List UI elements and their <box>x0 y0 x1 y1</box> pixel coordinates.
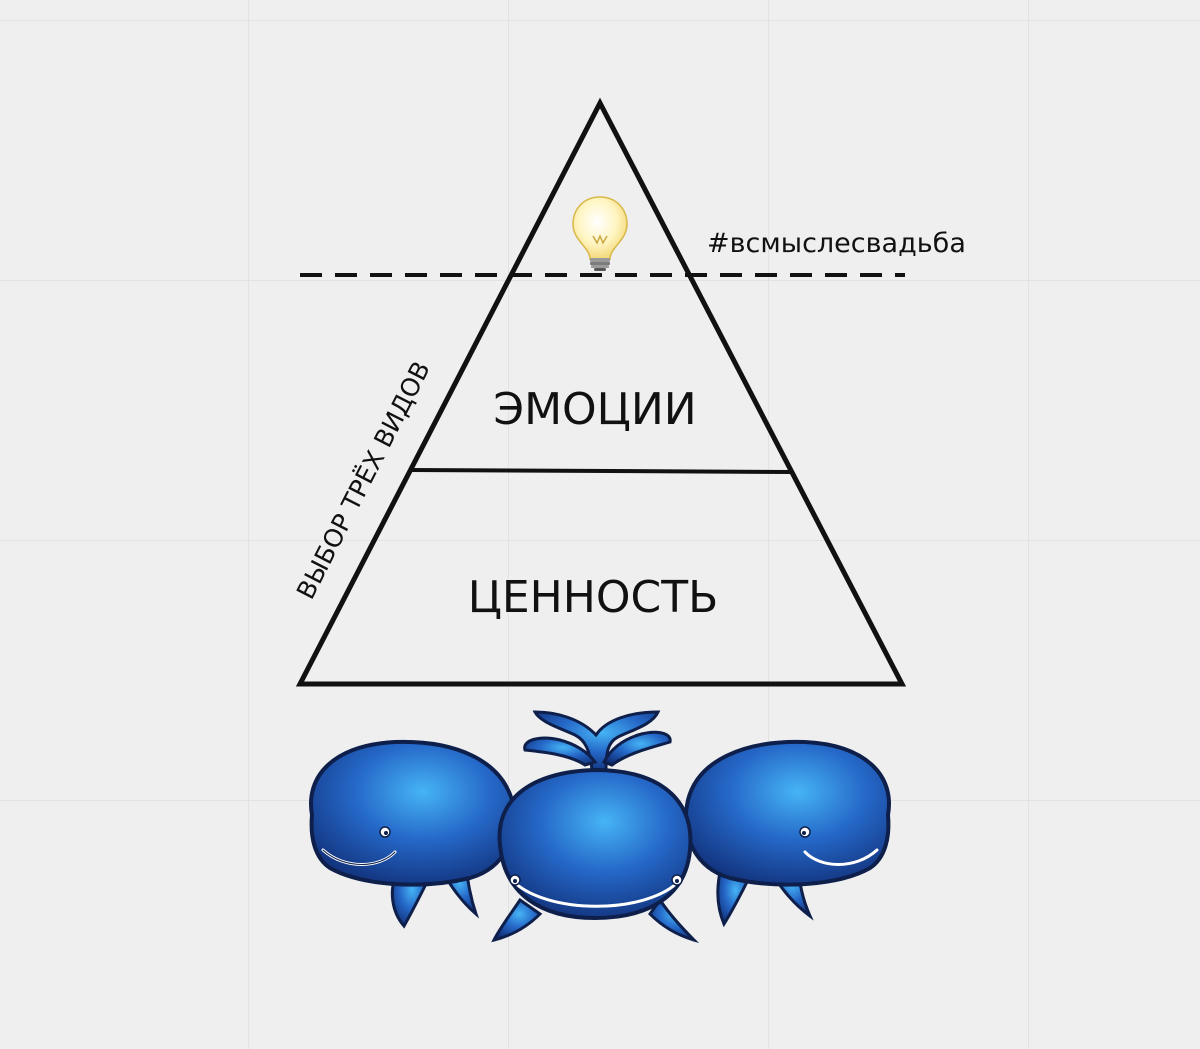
whale-center-tail <box>523 710 672 772</box>
level-emotions-label: ЭМОЦИИ <box>493 384 696 435</box>
whale-left <box>309 739 517 929</box>
hashtag-label: #всмыслесвадьба <box>707 228 966 259</box>
lightbulb-icon <box>572 196 628 271</box>
whale-right <box>683 739 891 928</box>
level-value-label: ЦЕННОСТЬ <box>468 572 719 623</box>
pyramid-divider <box>409 468 792 474</box>
pyramid-outline <box>295 97 907 687</box>
whale-center <box>491 767 700 944</box>
pyramid <box>295 97 907 687</box>
three-whales-illustration <box>309 710 891 944</box>
